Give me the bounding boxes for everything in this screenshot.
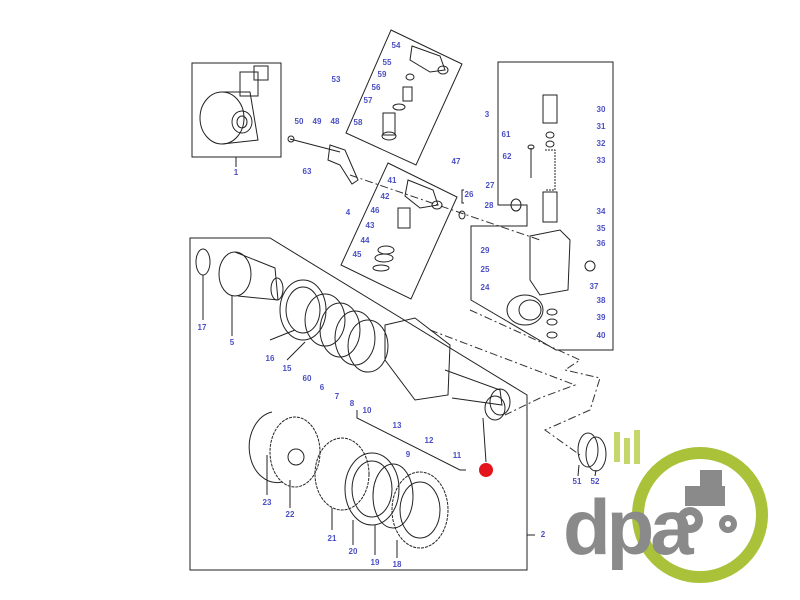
label-part-39: 39: [596, 313, 606, 322]
label-part-13: 13: [392, 421, 402, 430]
label-part-7: 7: [334, 392, 340, 401]
group-box-53: [345, 29, 463, 166]
label-part-32: 32: [596, 139, 606, 148]
label-part-12: 12: [424, 436, 434, 445]
label-group-9: 9: [405, 450, 411, 459]
label-group-26: 26: [464, 190, 474, 199]
label-part-51: 51: [572, 477, 582, 486]
label-part-63: 63: [302, 167, 312, 176]
label-part-61: 61: [501, 130, 511, 139]
bracket-9: [356, 410, 466, 471]
label-part-57: 57: [363, 96, 373, 105]
assembly-1-drawing: [199, 65, 269, 145]
valve-53-drawing: [381, 45, 449, 141]
label-part-18: 18: [392, 560, 402, 569]
label-part-49: 49: [312, 117, 322, 126]
label-part-48: 48: [330, 117, 340, 126]
group-box-3: [470, 61, 614, 351]
label-part-30: 30: [596, 105, 606, 114]
label-part-33: 33: [596, 156, 606, 165]
label-part-23: 23: [262, 498, 272, 507]
label-part-28: 28: [484, 201, 494, 210]
valve-3-drawing: [506, 94, 596, 339]
label-part-15: 15: [282, 364, 292, 373]
label-part-45: 45: [352, 250, 362, 259]
label-part-29: 29: [480, 246, 490, 255]
label-part-50: 50: [294, 117, 304, 126]
group-box-2: [189, 237, 528, 571]
label-group-2: 2: [540, 530, 546, 539]
label-part-19: 19: [370, 558, 380, 567]
group-box-4: [340, 162, 458, 300]
label-part-24: 24: [480, 283, 490, 292]
label-part-56: 56: [371, 83, 381, 92]
label-part-60: 60: [302, 374, 312, 383]
label-part-38: 38: [596, 296, 606, 305]
clutch-discs-drawing: [248, 411, 449, 549]
label-group-53: 53: [331, 75, 341, 84]
label-part-54: 54: [391, 41, 401, 50]
label-part-35: 35: [596, 224, 606, 233]
label-part-22: 22: [285, 510, 295, 519]
label-group-1: 1: [233, 168, 239, 177]
label-part-5: 5: [229, 338, 235, 347]
label-part-55: 55: [382, 58, 392, 67]
label-part-10: 10: [362, 406, 372, 415]
label-part-52: 52: [590, 477, 600, 486]
label-group-3: 3: [484, 110, 490, 119]
label-part-58: 58: [353, 118, 363, 127]
label-part-40: 40: [596, 331, 606, 340]
label-part-41: 41: [387, 176, 397, 185]
label-part-16: 16: [265, 354, 275, 363]
label-part-8: 8: [349, 399, 355, 408]
dpa-logo: [614, 430, 768, 583]
label-group-4: 4: [345, 208, 351, 217]
label-part-6: 6: [319, 383, 325, 392]
label-part-11: 11: [452, 451, 462, 460]
label-part-46: 46: [370, 206, 380, 215]
label-part-47: 47: [451, 157, 461, 166]
clutch-assembly-drawing: [195, 248, 511, 463]
label-part-37: 37: [589, 282, 599, 291]
label-part-43: 43: [365, 221, 375, 230]
label-part-62: 62: [502, 152, 512, 161]
label-part-25: 25: [480, 265, 490, 274]
label-part-31: 31: [596, 122, 606, 131]
label-part-17: 17: [197, 323, 207, 332]
label-part-42: 42: [380, 192, 390, 201]
logo-text: dpa: [563, 483, 694, 571]
lever-48-50-drawing: [287, 135, 359, 185]
label-part-27: 27: [485, 181, 495, 190]
label-part-34: 34: [596, 207, 606, 216]
label-part-59: 59: [377, 70, 387, 79]
label-part-36: 36: [596, 239, 606, 248]
red-marker: [479, 463, 493, 477]
valve-4-drawing: [372, 179, 466, 272]
label-part-44: 44: [360, 236, 370, 245]
label-part-21: 21: [327, 534, 337, 543]
label-part-20: 20: [348, 547, 358, 556]
